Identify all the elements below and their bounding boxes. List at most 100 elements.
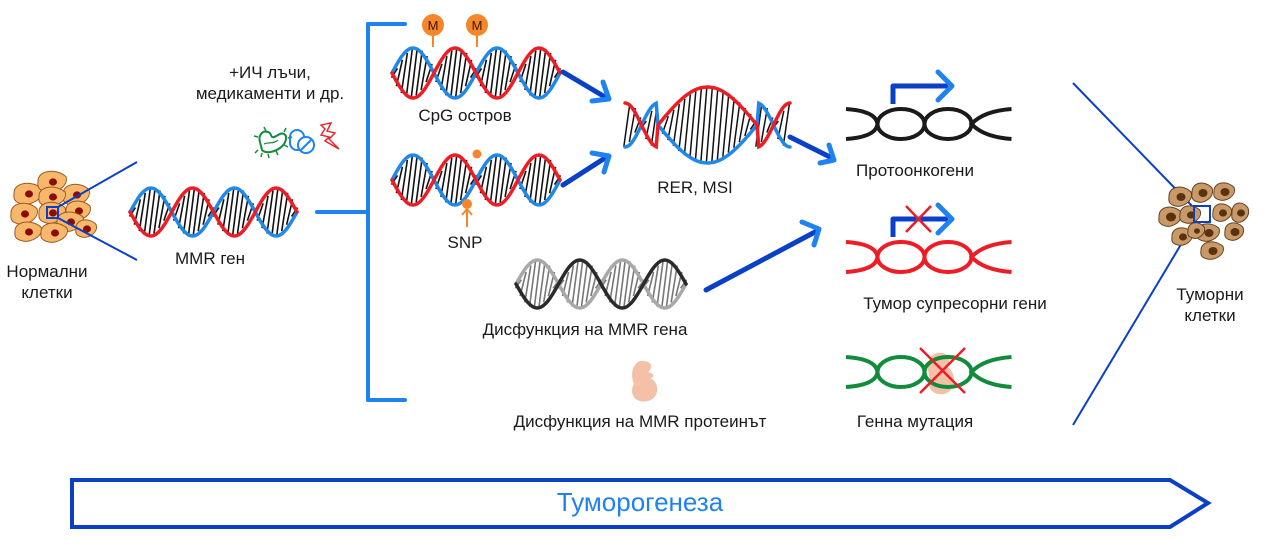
cpg-island-dna-icon [390,46,562,100]
pill-icon [289,129,315,154]
mmr-gene-dysfunction-dna-icon [514,258,688,310]
lightning-icon [319,122,340,150]
methylation-label: M [472,18,483,33]
base-pair-rung [660,259,669,309]
base-pair-rung [484,52,493,94]
external-factors-label: +ИЧ лъчи, медикаменти и др. [170,62,370,104]
base-pair-rung [415,50,423,96]
base-pair-rung [405,48,414,98]
base-pair-rung [197,192,206,232]
base-pair-rung [538,261,546,307]
methylation-marker-2: M [466,14,488,47]
tumor-cells-zoom-box [1193,205,1211,223]
base-pair-rung [449,155,458,205]
base-pair-rung [670,265,678,303]
base-pair-rung [400,159,409,201]
base-pair-rung [494,48,503,98]
base-pair-rung [533,155,542,205]
base-pair-rung [405,155,414,205]
dna-strand [623,100,792,165]
mmr-gene-dysfunction-label: Дисфункция на MMR гена [482,320,688,339]
base-pair-rung [143,188,151,236]
tumorigenesis-title: Туморогенеза [556,487,724,517]
gene-mutation-chain-icon [845,355,1012,389]
base-pair-rung [665,261,674,307]
base-pair-rung [533,48,542,98]
base-pair-rung [571,261,579,307]
base-pair-rung [627,265,636,303]
base-pair-rung [656,261,664,307]
chain-end [845,107,880,141]
mmr-gene-dna-icon [128,186,299,238]
base-pair-rung [667,109,675,141]
normal-cells-label-line2: клетки [21,283,73,302]
cell-nucleus [21,210,29,218]
dna-strand [390,153,562,207]
base-pair-rung [705,87,714,163]
base-pair-rung [575,259,584,309]
base-pair-rung [672,104,681,146]
methylation-label: M [428,18,439,33]
base-pair-rung [542,265,551,303]
normal-cells-zoom-lines [46,161,138,261]
cell-nucleus [1237,209,1245,217]
chain-end [968,107,1012,141]
cell-nucleus [1166,212,1176,222]
bacteria-icon [253,126,293,159]
cell-nucleus [1198,188,1208,198]
cell-nucleus [1230,227,1240,237]
base-pair-rung [538,48,547,98]
dna-strand [514,258,688,310]
mmr-protein-icon [631,360,658,402]
tumorigenesis-banner-arrow [70,478,1212,529]
cell-nucleus [1204,228,1214,238]
rer-msi-label: RER, MSI [657,178,733,197]
base-pair-rung [613,261,622,307]
base-pair-rung [529,157,537,203]
cell-nucleus [1179,233,1187,241]
base-pair-rung [716,90,725,160]
base-pair-rung [524,265,532,303]
base-pair-rung [410,48,419,98]
cpg-island-label: CpG остров [418,106,512,125]
gene-mutation-label: Генна мутация [856,412,974,431]
dna-strand [390,46,562,100]
base-pair-rung [782,104,791,146]
base-pair-rung [585,265,593,303]
base-pair-rung [236,190,245,234]
arrow-cpg-to-rer [560,69,612,104]
base-pair-rung [494,155,503,205]
base-pair-rung [538,155,547,205]
methylation-marker-1: M [422,14,444,47]
cell-nucleus [1220,187,1230,197]
base-pair-rung [499,157,507,203]
base-pair-rung [231,188,240,236]
rer-msi-dna-icon [623,85,792,165]
base-pair-rung [651,265,660,303]
chain-end [845,355,880,389]
cell-nucleus [1208,246,1218,256]
base-pair-rung [609,265,617,303]
tumor-suppressor-genes-label: Тумор супресорни гени [863,294,1047,313]
cell-nucleus [49,178,57,186]
base-pair-rung [459,52,468,94]
base-pair-rung [528,261,537,307]
base-pair-rung [280,192,289,232]
cell-nucleus [1194,228,1200,234]
base-pair-rung [271,188,279,236]
base-pair-rung [445,157,453,203]
cell-nucleus [1176,192,1186,202]
base-pair-rung [182,190,191,234]
base-pair-rung [266,190,274,234]
normal-cells-label-line1: Нормални [6,262,88,281]
chain-end [968,240,1012,274]
arrow-dysfunction-to-suppressor [703,219,822,293]
cell-nucleus [83,225,91,233]
base-pair-rung [484,159,493,201]
cell-nucleus [49,193,57,201]
base-pair-rung [689,90,697,160]
cell-nucleus [1219,209,1227,217]
base-pair-rung [711,87,719,163]
cell-nucleus [49,209,57,217]
base-pair-rung [694,88,703,162]
